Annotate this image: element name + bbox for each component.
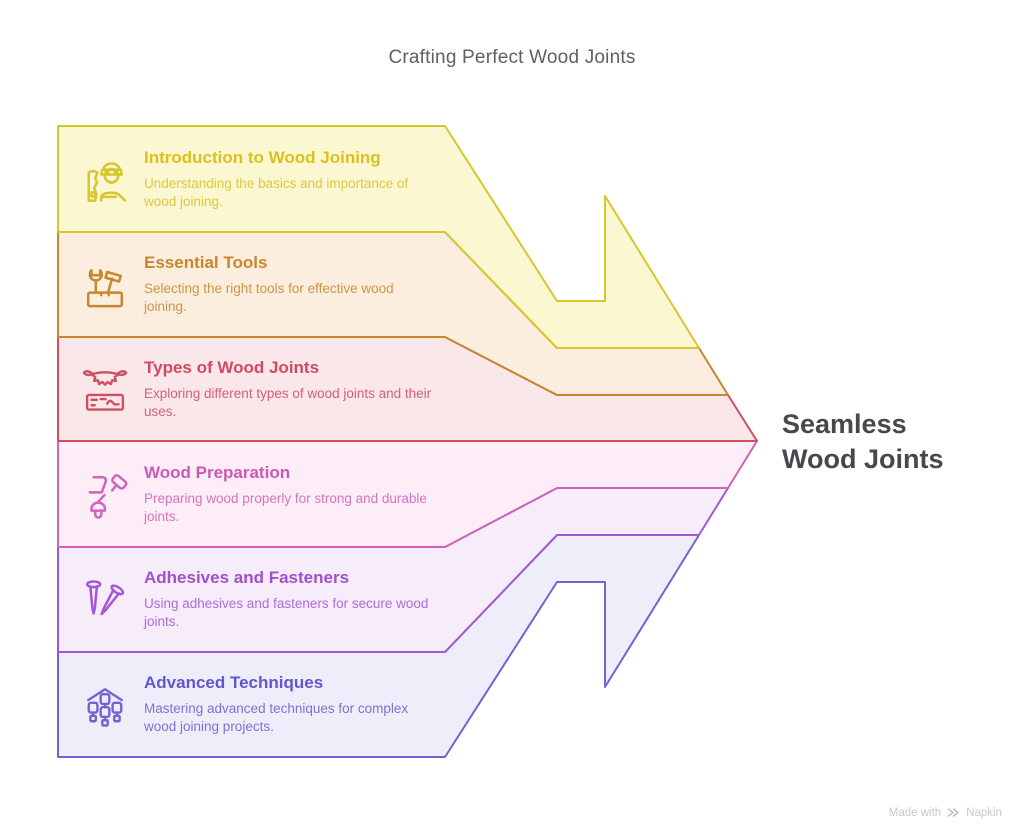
band-row-adhesives-fasteners: Adhesives and Fasteners Using adhesives … bbox=[58, 547, 448, 652]
band-title: Adhesives and Fasteners bbox=[144, 568, 350, 587]
band-row-essential-tools: Essential Tools Selecting the right tool… bbox=[58, 232, 448, 337]
nails-icon bbox=[79, 574, 131, 626]
band-description: Selecting the right tools for effective … bbox=[144, 281, 394, 314]
saw-plank-icon bbox=[79, 363, 131, 415]
band-row-advanced-techniques: Advanced Techniques Mastering advanced t… bbox=[58, 652, 448, 757]
watermark-prefix: Made with bbox=[888, 806, 942, 819]
band-description: Preparing wood properly for strong and d… bbox=[144, 490, 427, 524]
carving-tools-icon bbox=[79, 468, 131, 520]
band-shape-1 bbox=[57, 125, 700, 349]
napkin-logo-icon bbox=[947, 808, 959, 817]
joinery-diagram-icon bbox=[79, 679, 131, 731]
band-title: Wood Preparation bbox=[144, 462, 291, 482]
band-row-wood-preparation: Wood Preparation Preparing wood properly… bbox=[58, 441, 448, 547]
watermark: Made with Napkin bbox=[889, 806, 1002, 819]
toolbox-icon bbox=[79, 259, 131, 311]
carpenter-icon bbox=[79, 153, 131, 205]
band-rows: Introduction to Wood Joining Understandi… bbox=[58, 0, 450, 760]
band-title: Introduction to Wood Joining bbox=[144, 147, 381, 167]
page-title: Crafting Perfect Wood Joints bbox=[388, 47, 636, 68]
band-description: Exploring different types of wood joints… bbox=[144, 385, 432, 419]
band-description: Mastering advanced techniques for comple… bbox=[144, 701, 409, 734]
result-label: Seamless Wood Joints bbox=[782, 409, 944, 474]
band-row-types-of-joints: Types of Wood Joints Exploring different… bbox=[58, 337, 448, 441]
band-description: Understanding the basics and importance … bbox=[144, 175, 409, 209]
watermark-brand: Napkin bbox=[966, 806, 1002, 819]
band-description: Using adhesives and fasteners for secure… bbox=[144, 596, 429, 629]
band-title: Essential Tools bbox=[144, 253, 268, 272]
band-row-introduction: Introduction to Wood Joining Understandi… bbox=[58, 126, 448, 232]
band-title: Types of Wood Joints bbox=[144, 357, 320, 377]
band-title: Advanced Techniques bbox=[144, 673, 324, 692]
